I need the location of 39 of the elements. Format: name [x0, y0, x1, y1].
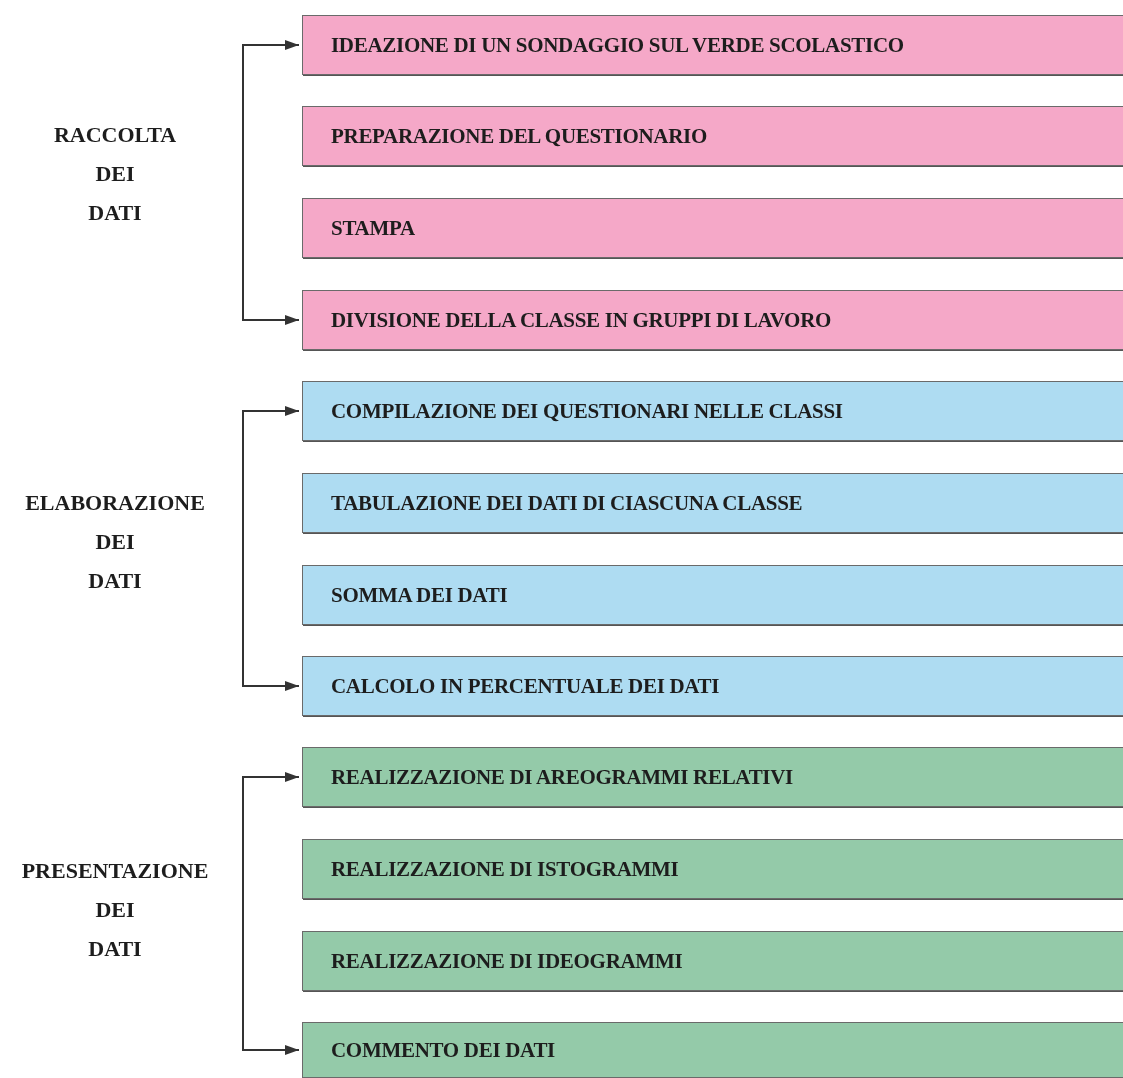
step-box [302, 381, 1123, 441]
step-text: CALCOLO IN PERCENTUALE DEI DATI [331, 673, 720, 699]
step-box [302, 106, 1123, 166]
bracket-arrow [242, 542, 300, 691]
step-text: STAMPA [331, 215, 415, 241]
step-text: COMPILAZIONE DEI QUESTIONARI NELLE CLASSI [331, 398, 843, 424]
step-text: COMMENTO DEI DATI [331, 1037, 555, 1063]
phase-label: DEI [94, 160, 136, 188]
phase-label: PRESENTAZIONE [20, 857, 210, 885]
phase-label: DATI [87, 567, 143, 595]
phase-label: ELABORAZIONE [24, 489, 206, 517]
phase-label: RACCOLTA [52, 121, 178, 149]
phase-label: DATI [87, 935, 143, 963]
step-text: REALIZZAZIONE DI AREOGRAMMI RELATIVI [331, 764, 793, 790]
step-text: DIVISIONE DELLA CLASSE IN GRUPPI DI LAVORO [331, 307, 832, 333]
step-box [302, 290, 1123, 350]
step-text: IDEAZIONE DI UN SONDAGGIO SUL VERDE SCOLASTICO [331, 32, 904, 58]
step-text: REALIZZAZIONE DI ISTOGRAMMI [331, 856, 679, 882]
bracket-arrow [242, 910, 300, 1055]
bracket-arrow [242, 406, 300, 544]
step-text: REALIZZAZIONE DI IDEOGRAMMI [331, 948, 683, 974]
step-text: PREPARAZIONE DEL QUESTIONARIO [331, 123, 707, 149]
step-text: SOMMA DEI DATI [331, 582, 508, 608]
step-box [302, 656, 1123, 716]
step-box [302, 1022, 1123, 1078]
step-box [302, 747, 1123, 807]
phase-label: DEI [94, 896, 136, 924]
step-box [302, 565, 1123, 625]
step-box [302, 931, 1123, 991]
step-box [302, 473, 1123, 533]
step-box [302, 198, 1123, 258]
step-box [302, 839, 1123, 899]
bracket-arrow [242, 772, 300, 912]
phase-label: DATI [87, 199, 143, 227]
bracket-arrow [242, 174, 300, 325]
step-box [302, 15, 1123, 75]
bracket-arrow [242, 40, 300, 176]
phase-label: DEI [94, 528, 136, 556]
step-text: TABULAZIONE DEI DATI DI CIASCUNA CLASSE [331, 490, 803, 516]
